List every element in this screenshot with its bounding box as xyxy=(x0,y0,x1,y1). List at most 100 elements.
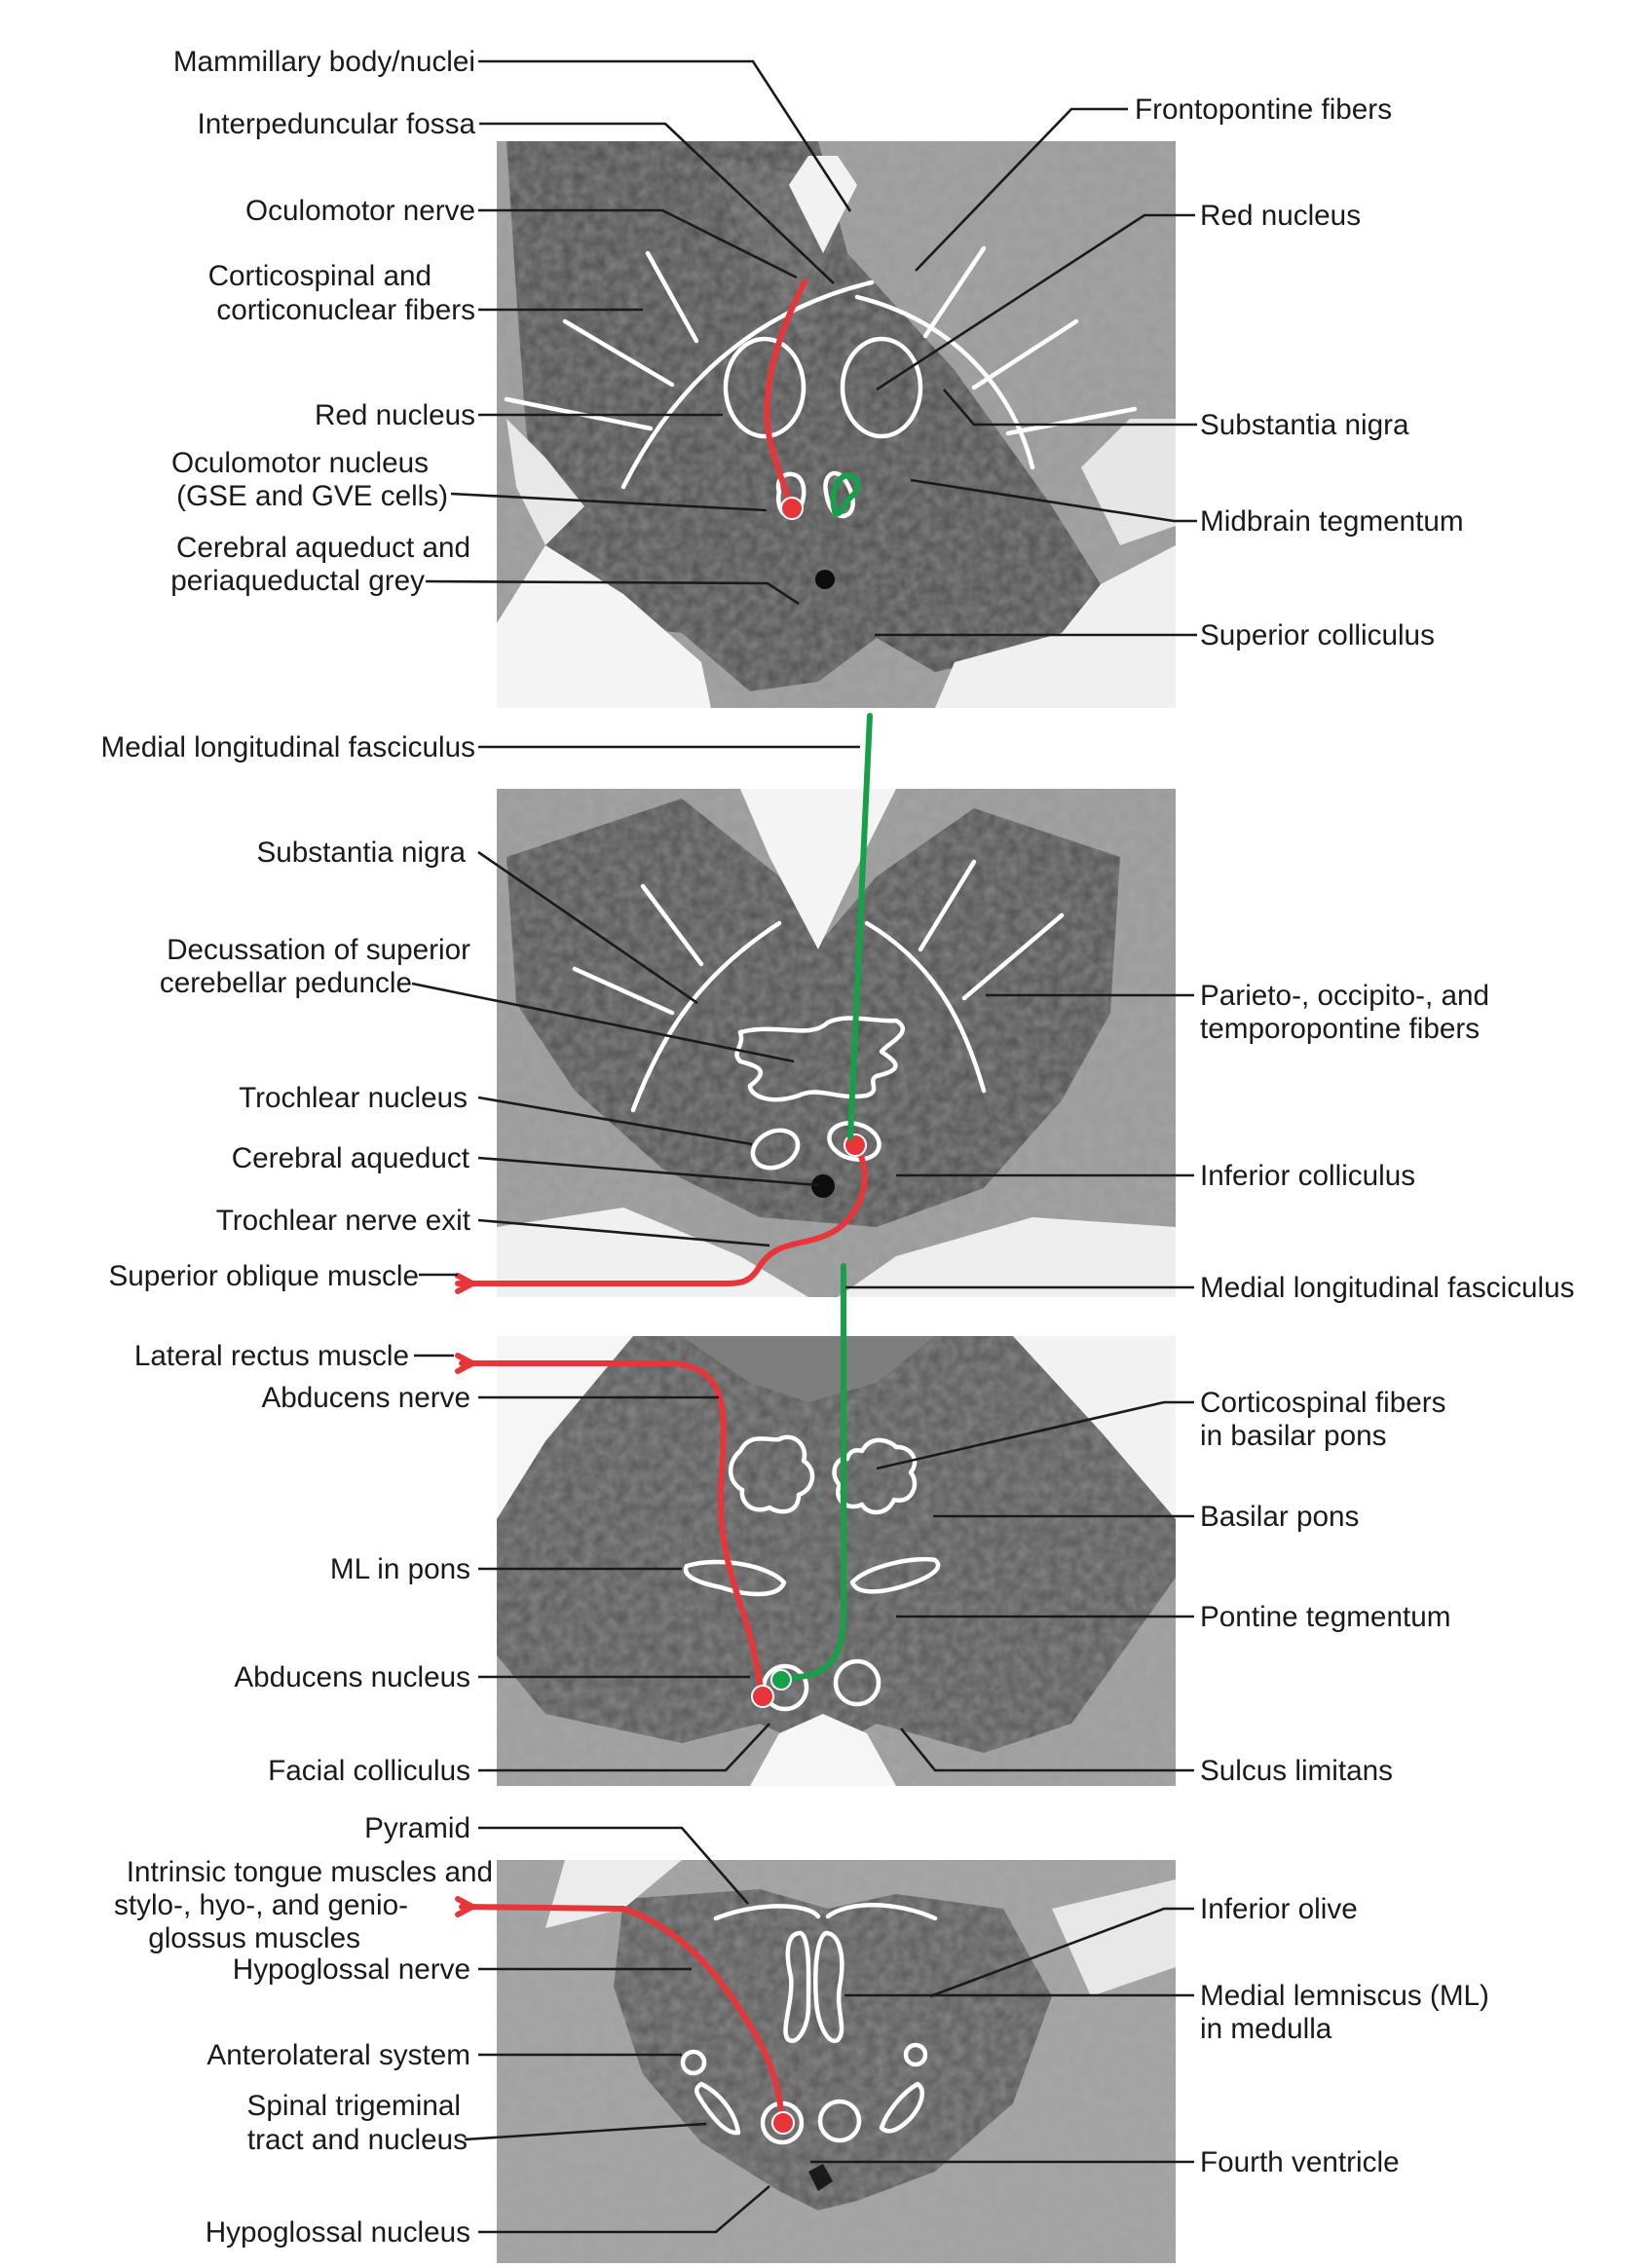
aqueduct-lumen-2 xyxy=(811,1174,835,1198)
oculomotor-mlf-hook xyxy=(830,472,861,517)
label-decussation-line1: Decussation of superior xyxy=(167,934,470,966)
leader-midbrain-tegmentum xyxy=(910,478,1197,523)
leader-hypoglossal-nucleus xyxy=(478,2185,770,2234)
label-hypoglossal-nucleus: Hypoglossal nucleus xyxy=(206,2216,470,2249)
label-corticospinal-pons-line1: Corticospinal fibers xyxy=(1200,1387,1445,1419)
panel-midbrain-inferior-colliculus xyxy=(455,789,1176,1297)
red-nucleus-left-outline xyxy=(723,336,806,439)
abducens-nerve-path xyxy=(459,1360,765,1697)
oculomotor-nucleus-dot xyxy=(780,497,804,520)
ml-medulla-left-outline xyxy=(783,1930,811,2043)
label-corticospinal-line1: Corticospinal and xyxy=(208,260,431,292)
peduncle-divider-2c xyxy=(918,859,977,952)
cistern-light-right xyxy=(935,545,1176,708)
oculomotor-nerve-path xyxy=(764,279,807,509)
label-tongue-line2: stylo-, hyo-, and genio- xyxy=(114,1889,408,1921)
leader-frontopontine xyxy=(915,107,1128,272)
cistern-light-left-mid xyxy=(506,419,584,545)
label-tongue-line3: glossus muscles xyxy=(148,1922,360,1954)
leader-substantia-nigra-left xyxy=(477,850,698,1005)
peduncle-divider-2d xyxy=(961,912,1065,1001)
label-mlf-upper: Medial longitudinal fasciculus xyxy=(100,731,475,763)
label-medial-lemniscus-line2: in medulla xyxy=(1200,2013,1332,2045)
leader-cerebral-aqueduct xyxy=(477,1156,819,1187)
fourth-ventricle-floor xyxy=(750,1714,896,1786)
leader-interpeduncular xyxy=(479,122,835,284)
leader-trochlear-nucleus xyxy=(477,1096,753,1146)
corticospinal-pons-left-outline xyxy=(728,1434,815,1514)
label-trochlear-nerve-exit: Trochlear nerve exit xyxy=(216,1205,471,1237)
peduncle-divider-6 xyxy=(1005,406,1138,436)
label-spinal-trigeminal-line2: tract and nucleus xyxy=(247,2124,468,2156)
label-lateral-rectus: Lateral rectus muscle xyxy=(134,1340,409,1372)
label-medial-lemniscus-line1: Medial lemniscus (ML) xyxy=(1200,1980,1489,2012)
leader-lines xyxy=(411,59,1197,2234)
pons-ventral-shade xyxy=(682,1336,935,1402)
label-frontopontine: Frontopontine fibers xyxy=(1135,93,1392,126)
label-cerebral-aqueduct: Cerebral aqueduct xyxy=(232,1142,470,1174)
peduncle-divider-1 xyxy=(645,250,699,344)
mlf-pons-dot xyxy=(770,1669,792,1691)
cerebral-peduncle-arc-right xyxy=(854,294,1035,470)
leader-inferior-olive xyxy=(929,1907,1194,1998)
label-mlf-lower: Medial longitudinal fasciculus xyxy=(1200,1272,1575,1304)
label-inferior-olive: Inferior olive xyxy=(1200,1893,1358,1925)
cerebral-peduncle-arc-left xyxy=(620,279,875,490)
tongue-muscles-arrowhead xyxy=(455,1896,475,1917)
label-oculomotor-nerve: Oculomotor nerve xyxy=(245,195,475,227)
label-interpeduncular-fossa: Interpeduncular fossa xyxy=(197,108,475,140)
hypoglossal-nucleus-dot xyxy=(771,2111,795,2135)
leader-oculomotor-nerve xyxy=(478,208,798,279)
cistern-light-left xyxy=(497,545,711,708)
label-decussation-line2: cerebellar peduncle xyxy=(160,967,412,999)
mlf-line-upper xyxy=(847,713,873,1140)
cistern-light-right-mid xyxy=(1081,419,1176,545)
leader-oculomotor-nucleus xyxy=(450,492,768,512)
labels-right: Frontopontine fibers Red nucleus Substan… xyxy=(1135,93,1575,2178)
leader-trochlear-exit xyxy=(477,1218,770,1247)
label-fourth-ventricle: Fourth ventricle xyxy=(1200,2146,1400,2178)
peduncle-divider-4 xyxy=(922,245,987,339)
labels-left: Mammillary body/nuclei Interpeduncular f… xyxy=(100,46,493,2249)
peduncle-arc-left-2 xyxy=(630,920,782,1113)
abducens-nucleus-right-outline xyxy=(833,1658,881,1707)
peduncle-divider-2 xyxy=(562,318,675,388)
label-ml-in-pons: ML in pons xyxy=(330,1553,470,1585)
hypoglossal-nucleus-right-outline xyxy=(817,2099,862,2143)
label-superior-colliculus: Superior colliculus xyxy=(1200,619,1435,651)
pons-cistern-left xyxy=(497,1336,633,1519)
label-corticospinal-pons-line2: in basilar pons xyxy=(1200,1420,1386,1452)
label-basilar-pons: Basilar pons xyxy=(1200,1501,1359,1533)
leader-facial-colliculus xyxy=(478,1723,770,1772)
label-corticospinal-line2: corticonuclear fibers xyxy=(216,294,475,326)
pyramid-right-outline xyxy=(825,1903,938,1921)
trochlear-nucleus-right-outline xyxy=(827,1121,881,1162)
leader-aqueduct-pag xyxy=(425,579,800,606)
leader-decussation xyxy=(411,982,795,1063)
leader-mammillary xyxy=(478,59,852,212)
label-anterolateral-system: Anterolateral system xyxy=(206,2039,470,2071)
ml-medulla-right-outline xyxy=(813,1930,844,2043)
label-substantia-nigra-left: Substantia nigra xyxy=(256,837,466,869)
peduncle-divider-2b xyxy=(572,966,675,1016)
peduncle-divider-5 xyxy=(971,318,1079,390)
label-superior-oblique: Superior oblique muscle xyxy=(109,1260,420,1292)
label-midbrain-tegmentum: Midbrain tegmentum xyxy=(1200,505,1464,538)
label-pontine-tegmentum: Pontine tegmentum xyxy=(1200,1601,1450,1633)
pons-cistern-right xyxy=(1013,1336,1176,1519)
aqueduct-lumen xyxy=(815,570,835,589)
panel-medulla xyxy=(455,1860,1176,2263)
label-tongue-line1: Intrinsic tongue muscles and xyxy=(127,1856,493,1888)
label-sulcus-limitans: Sulcus limitans xyxy=(1200,1755,1393,1787)
label-red-nucleus-left: Red nucleus xyxy=(315,399,475,431)
lateral-rectus-arrowhead xyxy=(455,1353,475,1374)
label-abducens-nerve: Abducens nerve xyxy=(261,1382,470,1414)
label-facial-colliculus: Facial colliculus xyxy=(268,1755,470,1787)
panel-3-texture xyxy=(497,1336,1176,1786)
label-hypoglossal-nerve: Hypoglossal nerve xyxy=(233,1953,470,1986)
label-aqueduct-pag-line1: Cerebral aqueduct and xyxy=(176,532,470,564)
leader-substantia-nigra-right xyxy=(943,389,1197,427)
label-pyramid: Pyramid xyxy=(364,1812,470,1844)
cistern-light-right-2 xyxy=(838,1217,1176,1297)
